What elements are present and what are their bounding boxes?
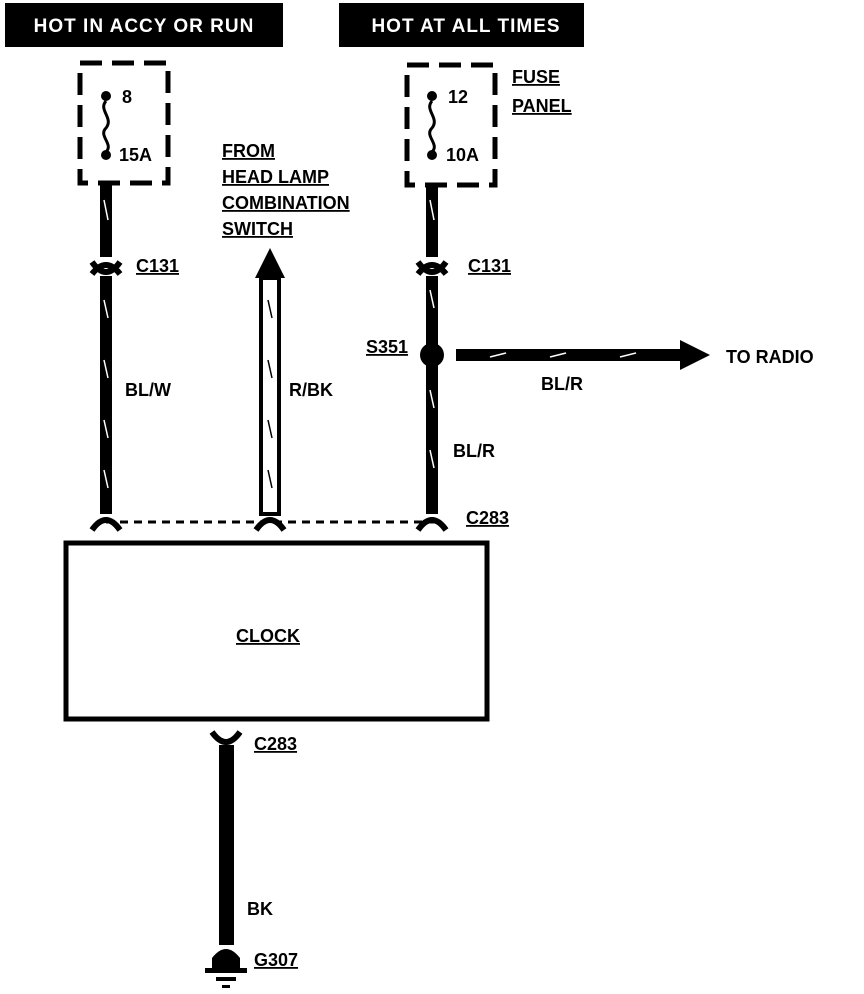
- wire-bk: [209, 730, 243, 945]
- connector-c283-bottom-label: C283: [254, 734, 297, 754]
- wire-label-radio-branch: BL/R: [541, 374, 583, 394]
- banner-hot-at-all-times: HOT AT ALL TIMES: [339, 3, 584, 47]
- ground-icon: [205, 949, 247, 988]
- connector-c283-bottom-icon: [209, 730, 243, 745]
- source-note-line1: FROM: [222, 141, 275, 161]
- connector-c131-left-icon: [89, 260, 123, 275]
- fuse-box-right: 12 10A: [404, 62, 498, 188]
- arrow-right-icon: [680, 340, 710, 370]
- wire-label-bl-r: BL/R: [453, 441, 495, 461]
- connector-c283-middle-icon: [253, 517, 287, 532]
- wire-to-radio: [456, 340, 710, 370]
- wire-label-r-bk: R/BK: [289, 380, 333, 400]
- banner-right-text: HOT AT ALL TIMES: [371, 16, 560, 37]
- wire-bl-w: [89, 185, 123, 532]
- fuse-terminal-top: [427, 91, 437, 101]
- source-note-line2: HEAD LAMP: [222, 167, 329, 187]
- fuse-number: 8: [122, 87, 132, 107]
- banner-hot-in-accy-or-run: HOT IN ACCY OR RUN: [5, 3, 283, 47]
- destination-label: TO RADIO: [726, 347, 814, 367]
- connector-c131-left-label: C131: [136, 256, 179, 276]
- fuse-terminal-top: [101, 91, 111, 101]
- wire-label-bl-w: BL/W: [125, 380, 171, 400]
- connector-c283-top-label: C283: [466, 508, 509, 528]
- wire-bl-r: [415, 185, 449, 532]
- connector-c283-right-icon: [415, 517, 449, 532]
- wire-label-bk: BK: [247, 899, 273, 919]
- source-note-line3: COMBINATION: [222, 193, 350, 213]
- fuse-rating: 15A: [119, 145, 152, 165]
- fuse-box-left: 8 15A: [77, 60, 171, 186]
- splice-node: [420, 343, 444, 367]
- banner-left-text: HOT IN ACCY OR RUN: [34, 16, 255, 37]
- connector-c283-left-icon: [89, 517, 123, 532]
- fuse-rating: 10A: [446, 145, 479, 165]
- clock-component: [63, 540, 490, 722]
- fuse-terminal-bottom: [101, 150, 111, 160]
- connector-c131-right-icon: [415, 260, 449, 275]
- fuse-number: 12: [448, 87, 468, 107]
- fuse-panel-label-line1: FUSE: [512, 67, 560, 87]
- source-note-line4: SWITCH: [222, 219, 293, 239]
- wire-r-bk: [253, 248, 287, 532]
- fuse-element-icon: [102, 100, 110, 154]
- fuse-terminal-bottom: [427, 150, 437, 160]
- connector-c131-right-label: C131: [468, 256, 511, 276]
- fuse-panel-label-line2: PANEL: [512, 96, 572, 116]
- fuse-element-icon: [428, 100, 436, 154]
- splice-label: S351: [366, 337, 408, 357]
- ground-label: G307: [254, 950, 298, 970]
- arrow-up-icon: [255, 248, 285, 278]
- clock-label: CLOCK: [236, 626, 300, 646]
